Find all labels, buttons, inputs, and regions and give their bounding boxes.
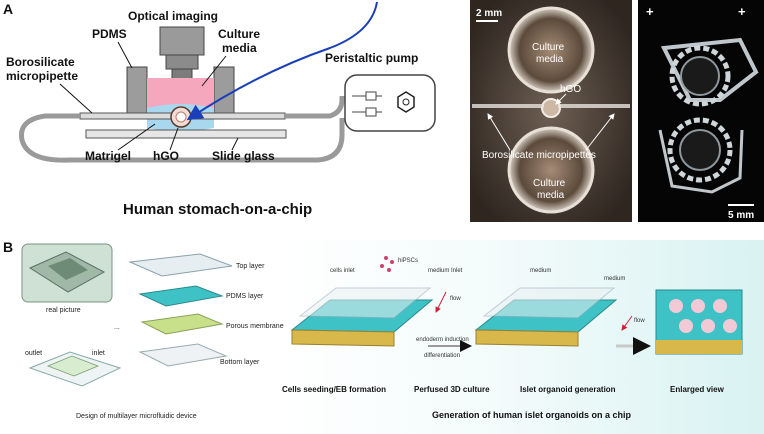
peristaltic-pump-label: Peristaltic pump xyxy=(325,51,418,65)
porous-membrane-label: Porous membrane xyxy=(226,323,284,330)
step1-caption: Cells seeding/EB formation xyxy=(282,385,386,394)
photo2-plus-left: + xyxy=(646,4,654,19)
photo2-plus-right: + xyxy=(738,4,746,19)
chip-photo-1 xyxy=(470,0,632,222)
photo1-hgo-label: hGO xyxy=(560,84,581,95)
ellipsis-connector: ... xyxy=(114,324,120,331)
flow-label-2: flow xyxy=(634,318,645,324)
pdms-layer-label: PDMS layer xyxy=(226,293,264,300)
photo1-pipette-arrow-right xyxy=(585,113,615,151)
top-layer-shape xyxy=(128,253,233,277)
bottom-layer-label: Bottom layer xyxy=(220,359,260,366)
panel-letter-a: A xyxy=(3,1,13,17)
bottom-layer-shape xyxy=(138,343,228,367)
medium-inlet-label: medium Inlet xyxy=(428,268,463,274)
pdms-wall-right xyxy=(213,66,235,114)
medium-label-1: medium xyxy=(530,268,551,274)
culture-media-leader xyxy=(201,55,227,87)
pdms-label: PDMS xyxy=(92,27,127,41)
hgo-label: hGO xyxy=(153,149,179,163)
medium-label-2: medium xyxy=(604,276,625,282)
step2-caption: Perfused 3D culture xyxy=(414,385,490,394)
hipscs-label: hiPSCs xyxy=(398,258,418,264)
real-picture-label: real picture xyxy=(46,307,81,314)
borosilicate-leader xyxy=(59,83,93,114)
chip-step-2 xyxy=(474,287,618,347)
stomach-chip-title: Human stomach-on-a-chip xyxy=(123,201,312,218)
step4-caption: Enlarged view xyxy=(670,385,725,394)
hgo-leader xyxy=(169,127,179,151)
matrigel-label: Matrigel xyxy=(85,149,131,163)
photo2-scale-label: 5 mm xyxy=(728,210,754,221)
right-caption: Generation of human islet organoids on a… xyxy=(432,410,632,420)
differentiation-label: differentiation xyxy=(424,353,460,359)
flow-arrow-1 xyxy=(435,291,447,313)
photo1-micropipettes-label: Borosilicate micropipettes xyxy=(482,150,596,161)
organoid-lumen xyxy=(175,111,187,123)
device-schematic xyxy=(28,351,122,387)
enlarged-view xyxy=(655,289,743,355)
pump-rotor-center xyxy=(402,98,410,106)
photo1-scale-label: 2 mm xyxy=(476,8,502,19)
panel-letter-b: B xyxy=(3,239,13,255)
outlet-label: outlet xyxy=(25,350,42,357)
pdms-wall-left xyxy=(126,66,148,114)
imaging-arrow xyxy=(186,1,378,121)
top-layer-label: Top layer xyxy=(236,263,265,270)
cells-inlet-label: cells inlet xyxy=(330,268,355,274)
matrigel-leader xyxy=(117,123,156,151)
slide-glass-leader xyxy=(231,137,239,151)
photo1-hgo-arrow xyxy=(555,93,567,105)
flow-label-1: flow xyxy=(450,296,461,302)
optical-imaging-label: Optical imaging xyxy=(128,9,218,23)
pdms-layer-shape xyxy=(138,285,224,307)
step3-caption: Islet organoid generation xyxy=(520,385,616,394)
porous-membrane-shape xyxy=(140,313,224,335)
slide-glass-label: Slide glass xyxy=(212,149,275,163)
photo1-pipette-arrow-left xyxy=(487,113,511,151)
real-chip-photo xyxy=(21,243,113,303)
pump-port-bottom xyxy=(365,107,377,117)
tubing-loop xyxy=(18,113,345,163)
tubing-inlet xyxy=(285,96,345,119)
hipscs-cells-icon xyxy=(380,256,394,272)
chip-photo-2 xyxy=(638,0,764,222)
pump-port-top xyxy=(365,91,377,101)
objective-lens-icon xyxy=(159,26,205,80)
inlet-label: inlet xyxy=(92,350,105,357)
chip-step-1 xyxy=(290,287,434,347)
endoderm-label: endoderm induction xyxy=(416,337,469,343)
pdms-leader xyxy=(117,41,133,69)
left-caption: Design of multilayer microfluidic device xyxy=(76,413,197,420)
slide-glass xyxy=(85,129,287,139)
peristaltic-pump-body xyxy=(344,74,436,132)
flow-arrow-2 xyxy=(621,315,633,331)
